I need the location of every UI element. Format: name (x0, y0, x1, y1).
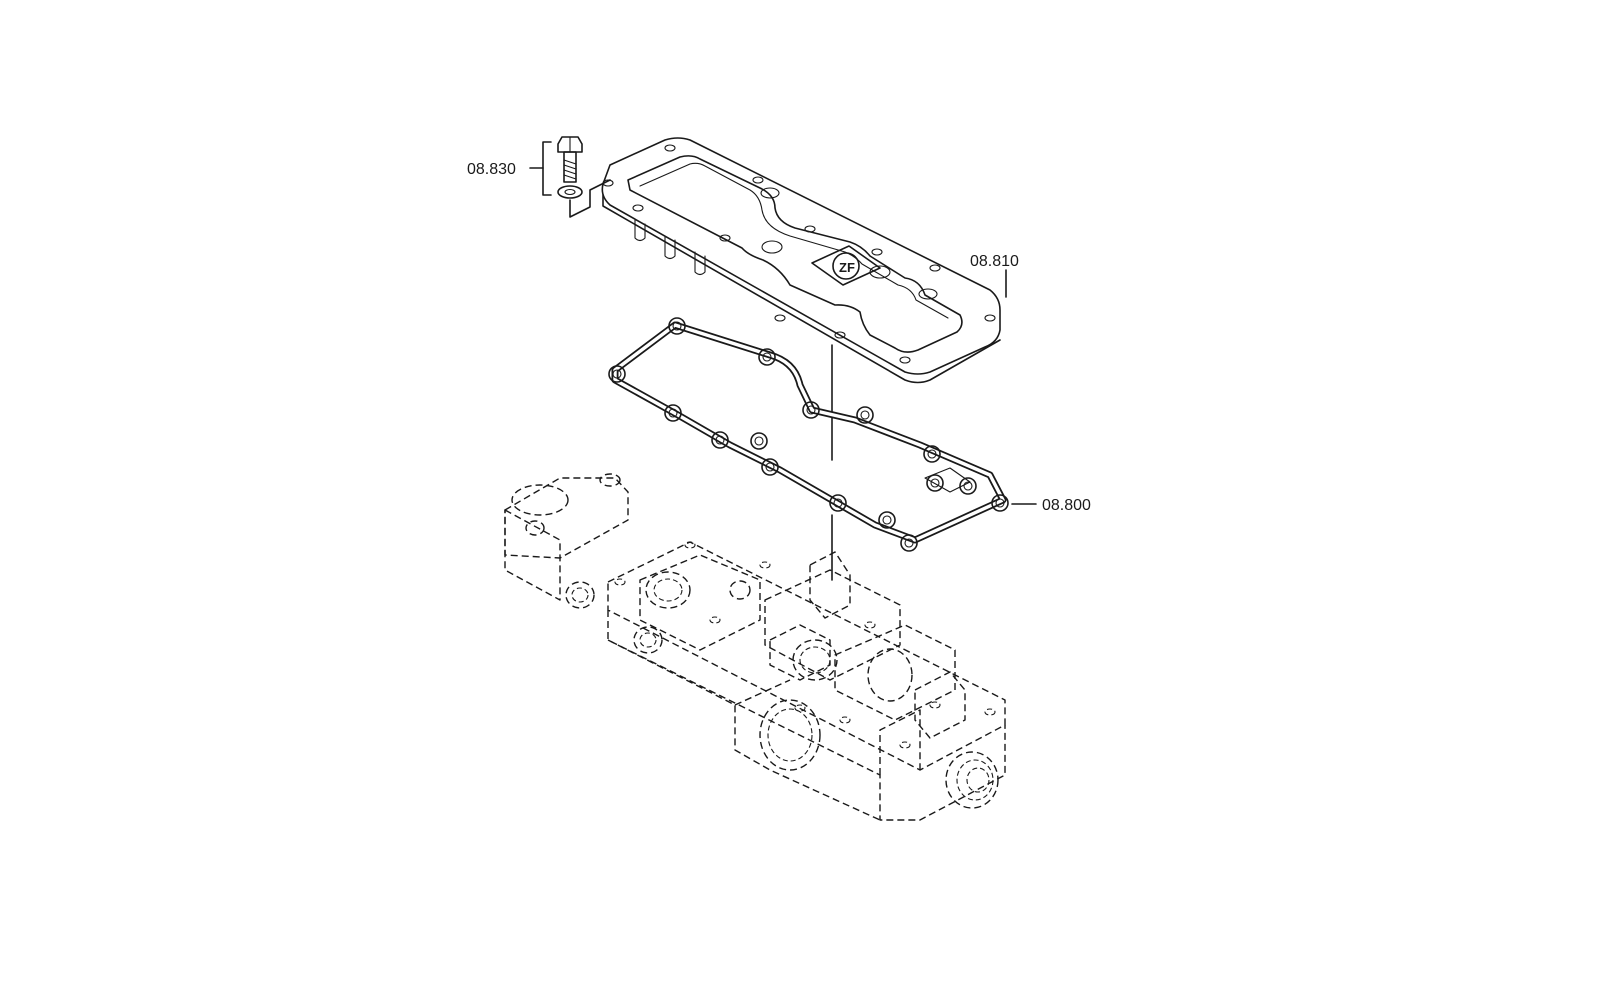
callout-label-08-810: 08.810 (970, 253, 1019, 270)
callout-08-810: 08.810 (970, 253, 1019, 298)
cover-bolt-holes (602, 144, 996, 364)
gasket[interactable] (608, 317, 1009, 552)
callout-08-830: 08.830 (467, 141, 552, 196)
callout-label-08-830: 08.830 (467, 161, 516, 178)
callout-label-08-800: 08.800 (1042, 497, 1091, 514)
cover-plate[interactable]: ZF (601, 137, 1001, 384)
transmission-housing-phantom (504, 473, 1006, 821)
bolt-assembly[interactable] (557, 136, 611, 218)
logo-mark: ZF (839, 260, 855, 275)
gasket-bolt-rings (608, 317, 1009, 552)
callout-08-800: 08.800 (1011, 497, 1091, 514)
